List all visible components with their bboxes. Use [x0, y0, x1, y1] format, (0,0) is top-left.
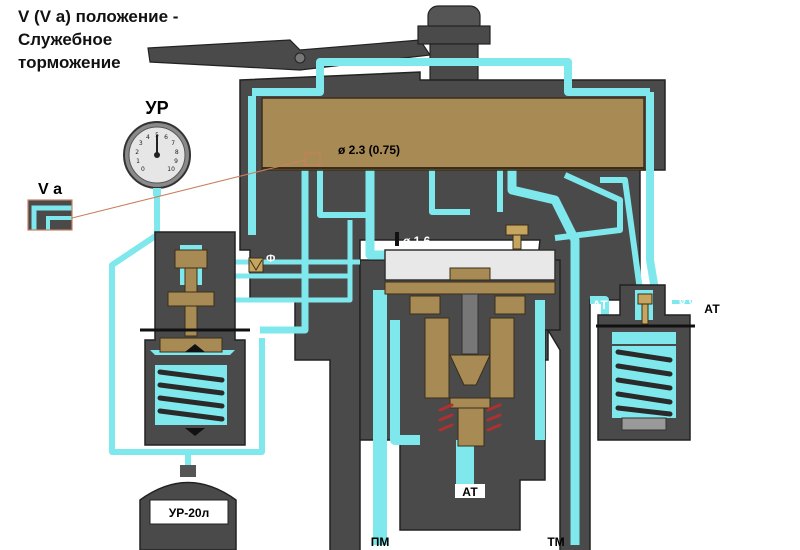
reservoir-tank	[139, 465, 237, 550]
gauge-tick: 8	[175, 149, 179, 156]
label-pm: ПМ	[371, 535, 390, 549]
pressure-gauge[interactable]: 012345678910	[123, 121, 191, 196]
center-spring	[438, 403, 502, 432]
gauge-tick: 4	[146, 134, 150, 141]
phi-orifice	[248, 257, 264, 273]
slide-valve	[261, 97, 645, 171]
label-reservoir: УР-20л	[169, 506, 209, 520]
gauge-tick: 1	[136, 158, 140, 165]
gauge-tick: 6	[164, 134, 168, 141]
title-line-2: Служебное	[18, 30, 112, 49]
center-relay-piston	[384, 224, 556, 447]
title-line-3: торможение	[18, 53, 121, 72]
title-line-1: V (V a) положение -	[18, 7, 178, 26]
label-at-center: АТ	[462, 485, 478, 499]
handle	[147, 5, 491, 85]
label-d16: ø 1.6	[403, 234, 431, 248]
label-d23: ø 2.3 (0.75)	[338, 143, 400, 157]
inset-label: V a	[38, 181, 62, 198]
label-phi: Ф	[266, 253, 275, 265]
label-at-right-left: АТ	[592, 298, 608, 312]
gauge-label: УР	[145, 98, 168, 118]
right-stabilizer-device	[596, 284, 695, 441]
gauge-tick: 2	[135, 149, 139, 156]
gauge-tick: 0	[141, 166, 145, 173]
gauge-tick: 3	[139, 140, 143, 147]
title-block: V (V a) положение - Служебное торможение	[18, 7, 178, 72]
left-spring	[157, 369, 225, 422]
label-d045: ø 0.45	[679, 295, 710, 307]
label-tm: ТМ	[547, 535, 564, 549]
label-at-right-right: АТ	[704, 302, 720, 316]
right-spring	[615, 349, 673, 417]
gauge-tick: 10	[167, 166, 175, 173]
inset-va	[27, 152, 321, 231]
equalizing-piston-device	[140, 231, 250, 446]
gauge-tick: 9	[174, 158, 178, 165]
gauge-tick: 7	[171, 140, 175, 147]
